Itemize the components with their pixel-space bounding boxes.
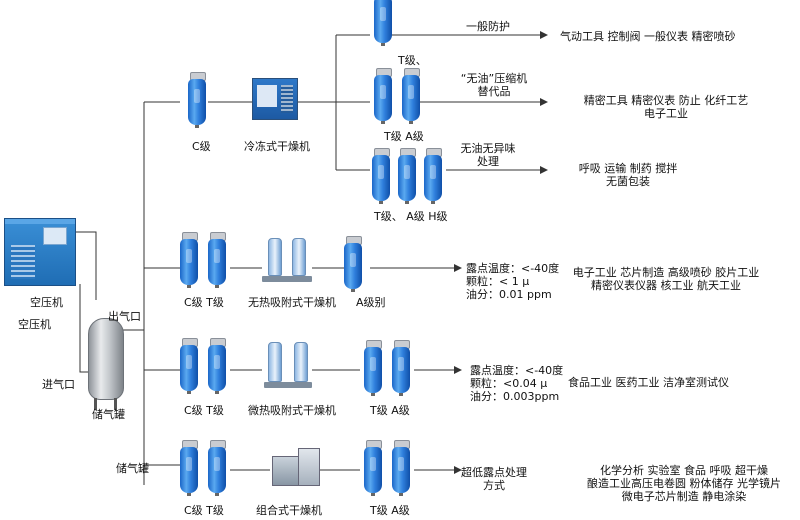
filter-t xyxy=(364,340,382,396)
branch1-filter-label: T级、 xyxy=(398,54,427,67)
branch2-apps-line1: 精密工具 精密仪表 防止 化纤工艺 xyxy=(583,94,749,107)
row3-filters-before-label: C级 T级 xyxy=(184,404,224,417)
tank-label-2: 储气罐 xyxy=(116,462,149,475)
branch2-filter-label: T级 A级 xyxy=(384,130,424,143)
row4-dryer-label: 组合式干燥机 xyxy=(256,504,322,517)
branch2-apps-line2: 电子工业 xyxy=(644,107,688,120)
compressor-label-2: 空压机 xyxy=(18,318,51,331)
row2-filters-before-label: C级 T级 xyxy=(184,296,224,309)
row1-filter-label: C级 xyxy=(192,140,211,153)
filter-a xyxy=(392,340,410,396)
filter-a xyxy=(398,148,416,204)
filter-c xyxy=(188,72,206,128)
tank-outlet-label: 出气口 xyxy=(108,310,141,323)
branch2-process-line1: “无油”压缩机 xyxy=(460,72,528,85)
refrigerated-dryer xyxy=(252,78,298,120)
row2-apps-line1: 电子工业 芯片制造 高级喷砂 胶片工业 xyxy=(572,266,760,279)
branch2-apps: 精密工具 精密仪表 防止 化纤工艺 电子工业 xyxy=(584,94,749,120)
filter-t xyxy=(208,232,226,288)
row4-apps-line3: 微电子芯片制造 静电涂染 xyxy=(621,490,747,503)
heatless-adsorption-dryer xyxy=(262,236,312,286)
branch2-process: “无油”压缩机 替代品 xyxy=(461,72,527,98)
row2-filters-after-label: A级别 xyxy=(356,296,386,309)
row4-filters-after-label: T级 A级 xyxy=(370,504,410,517)
branch1-process: 一般防护 xyxy=(466,20,510,33)
row3-spec-dewpoint: 露点温度：<-40度 xyxy=(470,364,564,377)
row3-spec-particle: 颗粒：<0.04 μ xyxy=(470,377,548,390)
tank-inlet-label: 进气口 xyxy=(42,378,75,391)
row3-filters-after-label: T级 A级 xyxy=(370,404,410,417)
row3-specs: 露点温度：<-40度 颗粒：<0.04 μ 油分：0.003ppm xyxy=(470,364,563,403)
filter-t xyxy=(208,440,226,496)
row4-specs: 超低露点处理 方式 xyxy=(461,466,527,492)
row2-specs: 露点温度：<-40度 颗粒：< 1 μ 油分：0.01 ppm xyxy=(466,262,559,301)
branch3-process-line2: 处理 xyxy=(477,155,499,168)
filter-c xyxy=(180,338,198,394)
compressor-label: 空压机 xyxy=(30,296,63,309)
row4-apps-line2: 酿造工业高压电卷圆 粉体储存 光学镜片 xyxy=(587,477,781,490)
row4-spec-line1: 超低露点处理 xyxy=(461,466,527,479)
branch3-process-line1: 无油无异味 xyxy=(460,142,516,155)
air-compressor xyxy=(4,218,76,286)
filter-c xyxy=(180,232,198,288)
air-tank xyxy=(88,318,124,400)
filter-h xyxy=(424,148,442,204)
branch3-filter-label: T级、 A级 H级 xyxy=(374,210,448,223)
row2-apps-line2: 精密仪表仪器 核工业 航天工业 xyxy=(591,279,741,292)
row2-dryer-label: 无热吸附式干燥机 xyxy=(248,296,336,309)
branch3-apps: 呼吸 运输 制药 搅拌 无菌包装 xyxy=(579,162,678,188)
row2-spec-particle: 颗粒：< 1 μ xyxy=(466,275,530,288)
branch3-apps-line2: 无菌包装 xyxy=(606,175,650,188)
row4-spec-line2: 方式 xyxy=(483,479,505,492)
filter-t xyxy=(372,148,390,204)
branch2-process-line2: 替代品 xyxy=(477,85,511,98)
row3-dryer-label: 微热吸附式干燥机 xyxy=(248,404,336,417)
branch3-process: 无油无异味 处理 xyxy=(461,142,516,168)
filter-c xyxy=(180,440,198,496)
filter-t xyxy=(364,440,382,496)
filter-a xyxy=(344,236,362,292)
filter-t xyxy=(374,68,392,124)
filter-a xyxy=(402,68,420,124)
row3-spec-oil: 油分：0.003ppm xyxy=(470,390,560,403)
row2-spec-oil: 油分：0.01 ppm xyxy=(466,288,552,301)
row2-spec-dewpoint: 露点温度：<-40度 xyxy=(466,262,560,275)
row4-apps-line1: 化学分析 实验室 食品 呼吸 超干燥 xyxy=(600,464,768,477)
row1-dryer-label: 冷冻式干燥机 xyxy=(244,140,310,153)
micro-heat-adsorption-dryer xyxy=(264,340,312,392)
filter-a xyxy=(392,440,410,496)
row2-apps: 电子工业 芯片制造 高级喷砂 胶片工业 精密仪表仪器 核工业 航天工业 xyxy=(573,266,760,292)
tank-label: 储气罐 xyxy=(92,408,125,421)
filter-t xyxy=(374,0,392,46)
branch1-apps: 气动工具 控制阀 一般仪表 精密喷砂 xyxy=(560,30,736,43)
row4-filters-before-label: C级 T级 xyxy=(184,504,224,517)
combined-dryer xyxy=(272,448,320,488)
row4-apps: 化学分析 实验室 食品 呼吸 超干燥 酿造工业高压电卷圆 粉体储存 光学镜片 微… xyxy=(587,464,781,503)
row3-apps: 食品工业 医药工业 洁净室测试仪 xyxy=(568,376,729,389)
branch3-apps-line1: 呼吸 运输 制药 搅拌 xyxy=(578,162,678,175)
filter-t xyxy=(208,338,226,394)
